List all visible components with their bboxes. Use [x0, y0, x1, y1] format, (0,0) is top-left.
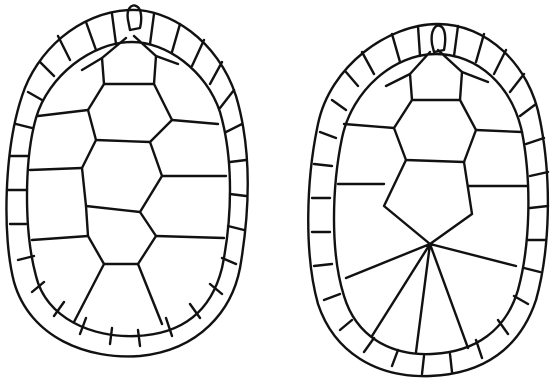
left-outer-rim [6, 10, 247, 357]
right-carapace-sketch [308, 24, 548, 376]
right-marginal-scutes [312, 26, 548, 374]
left-carapace-sketch [6, 6, 247, 357]
right-nuchal-knob [432, 26, 446, 52]
left-vertebral-2 [88, 84, 172, 142]
left-inner-rim [27, 42, 230, 336]
right-radiating-lines [346, 244, 516, 352]
left-vertebral-3 [82, 140, 162, 212]
right-outer-rim [308, 24, 548, 376]
left-vertebral-4 [86, 206, 156, 264]
right-vertebral-2 [394, 100, 476, 162]
left-vertebral-5 [74, 264, 162, 324]
right-vertebral-3 [384, 160, 472, 244]
right-vertebral-1 [410, 50, 462, 100]
